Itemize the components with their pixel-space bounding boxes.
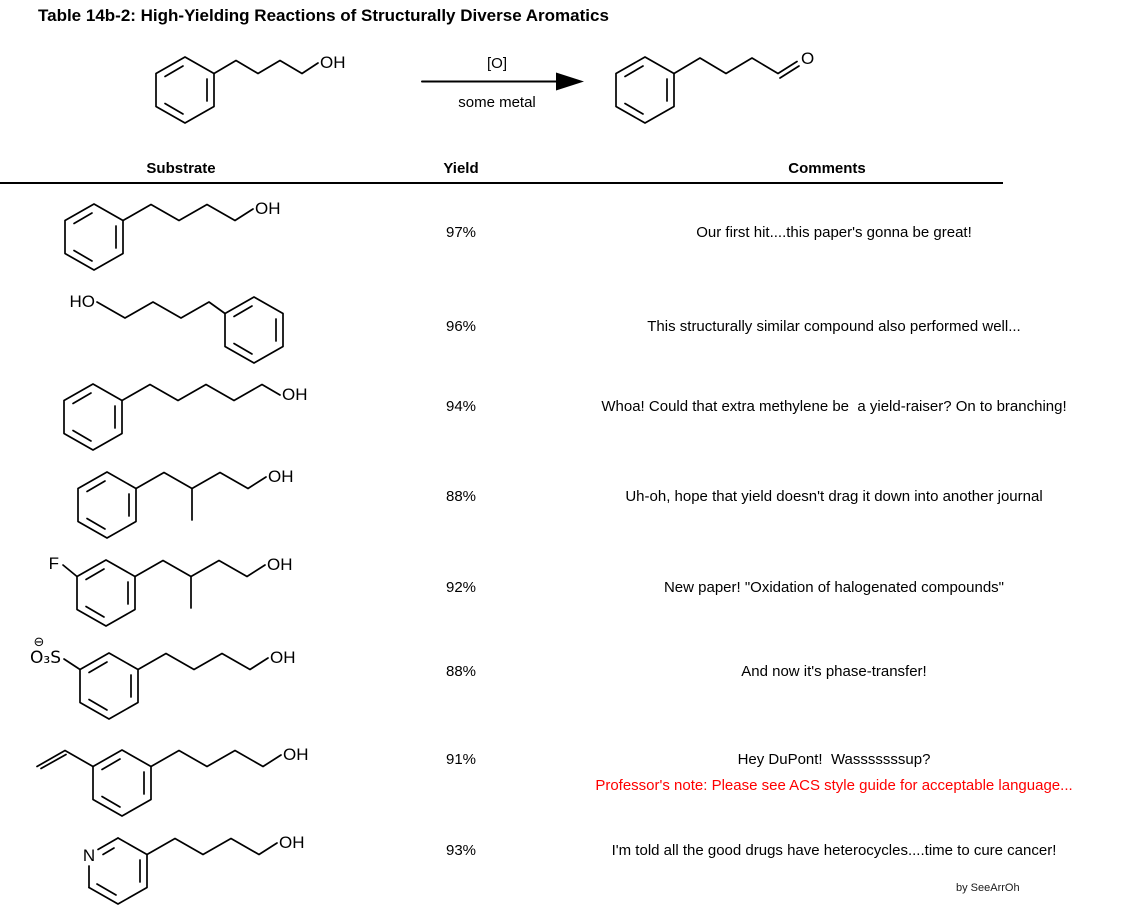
- scheme-reactant-structure: OH: [155, 53, 346, 124]
- substrate-structure-row4: OH: [77, 467, 294, 539]
- yield-row6: 88%: [445, 663, 477, 680]
- reaction-arrow: [O] some metal: [421, 55, 584, 111]
- nitrogen-label: N: [83, 846, 95, 865]
- substrate-structure-row3: OH: [63, 383, 308, 451]
- oh-label: OH: [255, 199, 281, 218]
- comment-row2: This structurally similar compound also …: [647, 318, 1021, 335]
- comment-row4: Uh-oh, hope that yield doesn't drag it d…: [625, 488, 1043, 505]
- arrowhead: [556, 72, 584, 91]
- fluorine-label: F: [49, 554, 59, 573]
- comment-row6: And now it's phase-transfer!: [741, 663, 927, 680]
- credit: by SeeArrOh: [956, 882, 1020, 894]
- comment-row8: I'm told all the good drugs have heteroc…: [611, 842, 1057, 859]
- yield-row5: 92%: [445, 579, 477, 596]
- oh-label: OH: [267, 555, 293, 574]
- negative-charge-label: ⊖: [34, 635, 45, 650]
- comment-row3: Whoa! Could that extra methylene be a yi…: [601, 398, 1067, 415]
- oxidant-label: [O]: [487, 55, 507, 72]
- oh-label: OH: [268, 467, 294, 486]
- oh-label-scheme: OH: [320, 53, 346, 72]
- yield-row3: 94%: [445, 398, 477, 415]
- yield-row7: 91%: [445, 751, 477, 768]
- yield-row2: 96%: [445, 318, 477, 335]
- oh-label: OH: [270, 648, 296, 667]
- catalyst-label: some metal: [458, 94, 536, 111]
- substrate-structure-row5: F OH: [49, 554, 293, 627]
- substrate-structure-row8: N OH: [83, 833, 305, 905]
- ho-label: HO: [70, 292, 96, 311]
- sulfonate-label: O₃S: [30, 648, 61, 668]
- oh-label: OH: [282, 385, 308, 404]
- comment-row7: Hey DuPont! Wasssssssup?: [737, 751, 931, 768]
- substrate-structure-row2: HO: [70, 292, 284, 364]
- comment-row1: Our first hit....this paper's gonna be g…: [696, 224, 972, 241]
- table-title: Table 14b-2: High-Yielding Reactions of …: [38, 6, 609, 25]
- aldehyde-o-label: O: [801, 49, 814, 68]
- substrate-structure-row1: OH: [64, 199, 281, 271]
- column-header-yield: Yield: [443, 160, 479, 177]
- yield-row8: 93%: [445, 842, 477, 859]
- column-header-substrate: Substrate: [146, 160, 216, 177]
- professor-note: Professor's note: Please see ACS style g…: [595, 777, 1073, 794]
- scheme-product-structure: O: [615, 49, 814, 124]
- oh-label: OH: [279, 833, 305, 852]
- substrate-structure-row7: OH: [36, 745, 309, 817]
- substrate-structure-row6: O₃S ⊖ OH: [30, 635, 296, 720]
- comment-row5: New paper! "Oxidation of halogenated com…: [663, 579, 1005, 596]
- header-divider: [0, 182, 1003, 185]
- oh-label: OH: [283, 745, 309, 764]
- yield-row1: 97%: [445, 224, 477, 241]
- yield-row4: 88%: [445, 488, 477, 505]
- column-header-comments: Comments: [788, 160, 866, 177]
